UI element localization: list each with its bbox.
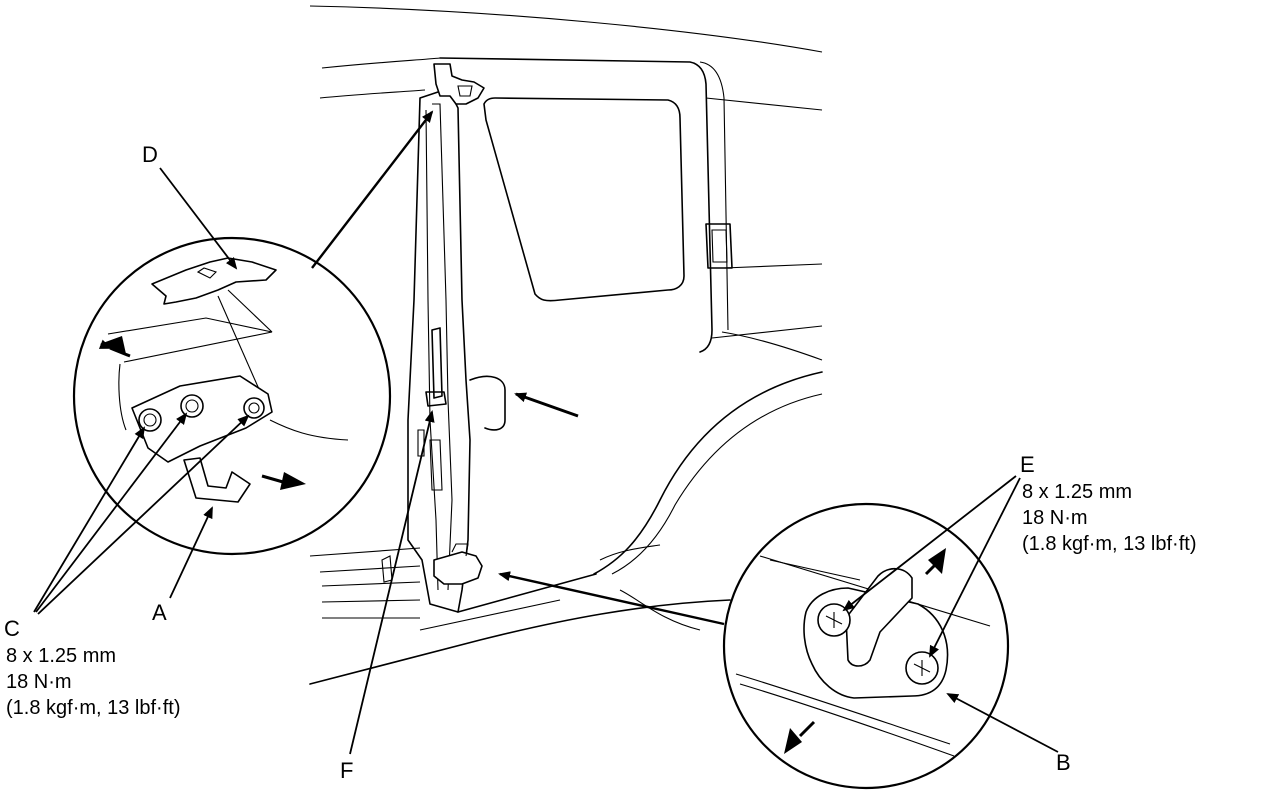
label-e: E (1020, 452, 1035, 477)
bolt-c-2 (180, 394, 204, 418)
label-f: F (340, 758, 353, 783)
spec-c-torque-alt: (1.8 kgf·m, 13 lbf·ft) (6, 697, 181, 719)
label-c: C (4, 616, 20, 641)
part-b-striker-post (845, 567, 913, 667)
door-pillar (381, 63, 485, 613)
label-a: A (152, 600, 167, 625)
direction-arrow-door (514, 392, 579, 418)
label-d: D (142, 142, 158, 167)
leader-lines (33, 167, 1059, 755)
bolt-c-1 (138, 408, 162, 432)
spec-e-size: 8 x 1.25 mm (1022, 481, 1132, 503)
spec-e-torque-nm: 18 N·m (1022, 507, 1088, 529)
spec-e-torque-alt: (1.8 kgf·m, 13 lbf·ft) (1022, 533, 1197, 555)
detail-circle-upper (72, 110, 434, 556)
spec-c-size: 8 x 1.25 mm (6, 645, 116, 667)
detail-circle-lower (498, 502, 1010, 790)
part-d-shim (151, 257, 277, 305)
label-b: B (1056, 750, 1071, 775)
part-a-striker (183, 457, 251, 503)
vehicle-body (309, 5, 823, 685)
bolt-c-3 (243, 397, 265, 419)
spec-c-torque-nm: 18 N·m (6, 671, 72, 693)
